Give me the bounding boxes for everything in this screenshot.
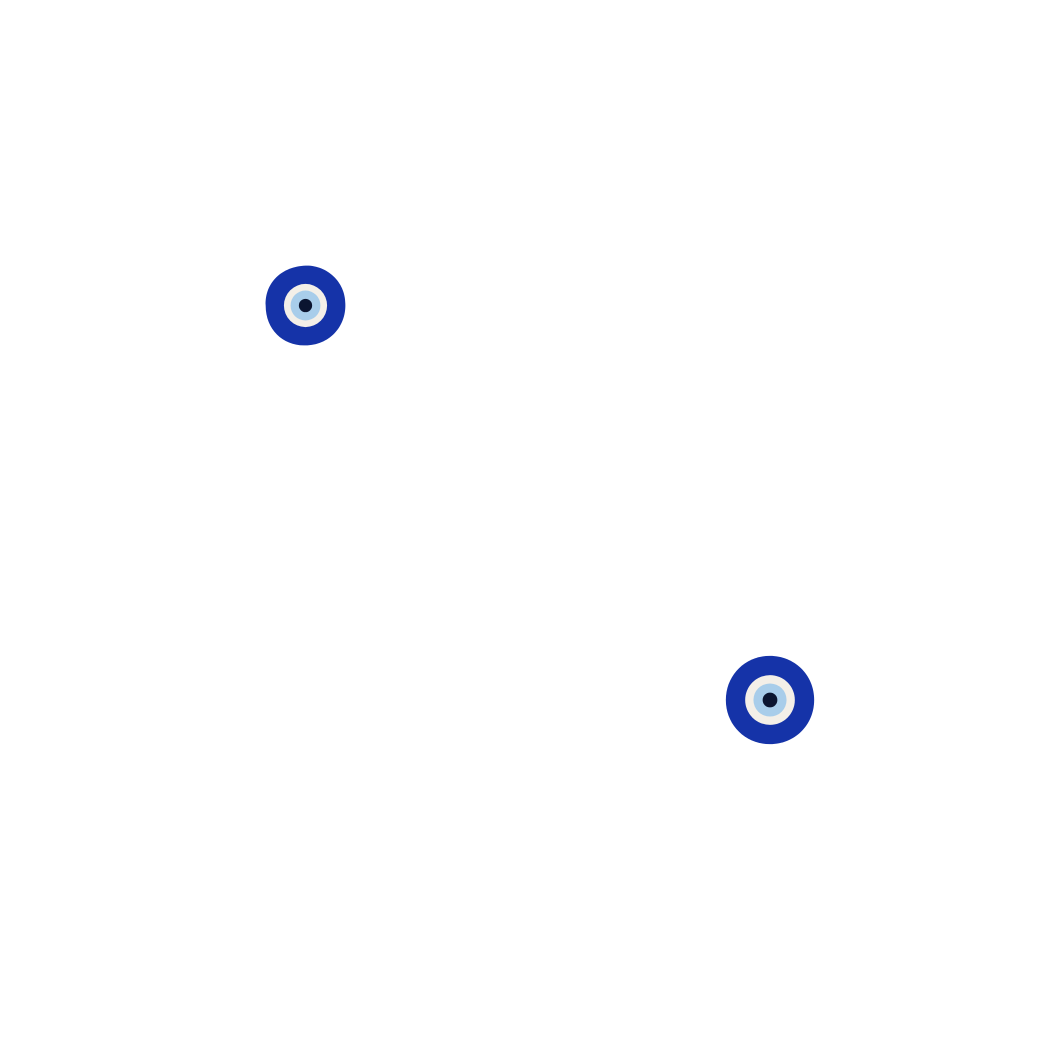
- bead-pupil: [762, 692, 778, 708]
- bead-pupil: [298, 298, 313, 313]
- evil-eye-bead-icon: [725, 655, 815, 745]
- evil-eye-bead-icon: [265, 265, 346, 346]
